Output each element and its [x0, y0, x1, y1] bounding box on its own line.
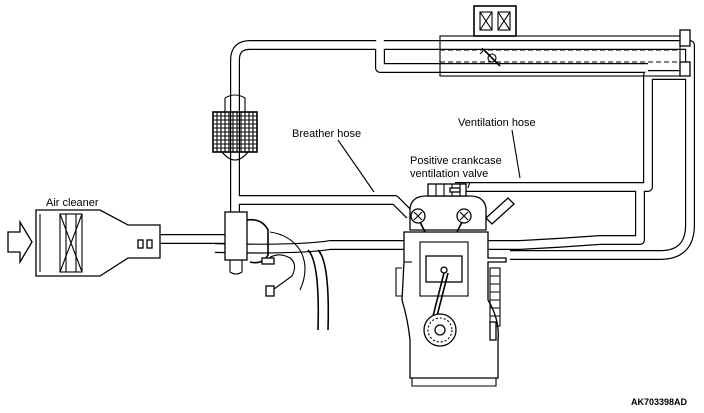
support-pipes: [307, 249, 330, 331]
throttle-body: [224, 211, 306, 297]
figure-code: AK703398AD: [631, 397, 688, 407]
sensor-box-icon: [473, 5, 517, 37]
label-air-cleaner: Air cleaner: [46, 197, 99, 209]
air-filter-element-icon: [59, 213, 83, 273]
label-pcv-valve-line2: ventilation valve: [410, 168, 488, 180]
inlet-arrow-icon: [7, 219, 33, 265]
throttle-valve-icon: [479, 47, 501, 67]
leader-lines: [337, 129, 521, 193]
label-breather-hose: Breather hose: [292, 128, 361, 140]
engine: [395, 183, 515, 387]
air-cleaner: [7, 209, 161, 277]
label-pcv-valve-line1: Positive crankcase: [410, 155, 502, 167]
intake-manifold: [439, 29, 691, 77]
pcv-valve-icon: [427, 183, 467, 197]
resonator-element: [212, 94, 258, 161]
label-ventilation-hose: Ventilation hose: [458, 117, 536, 129]
